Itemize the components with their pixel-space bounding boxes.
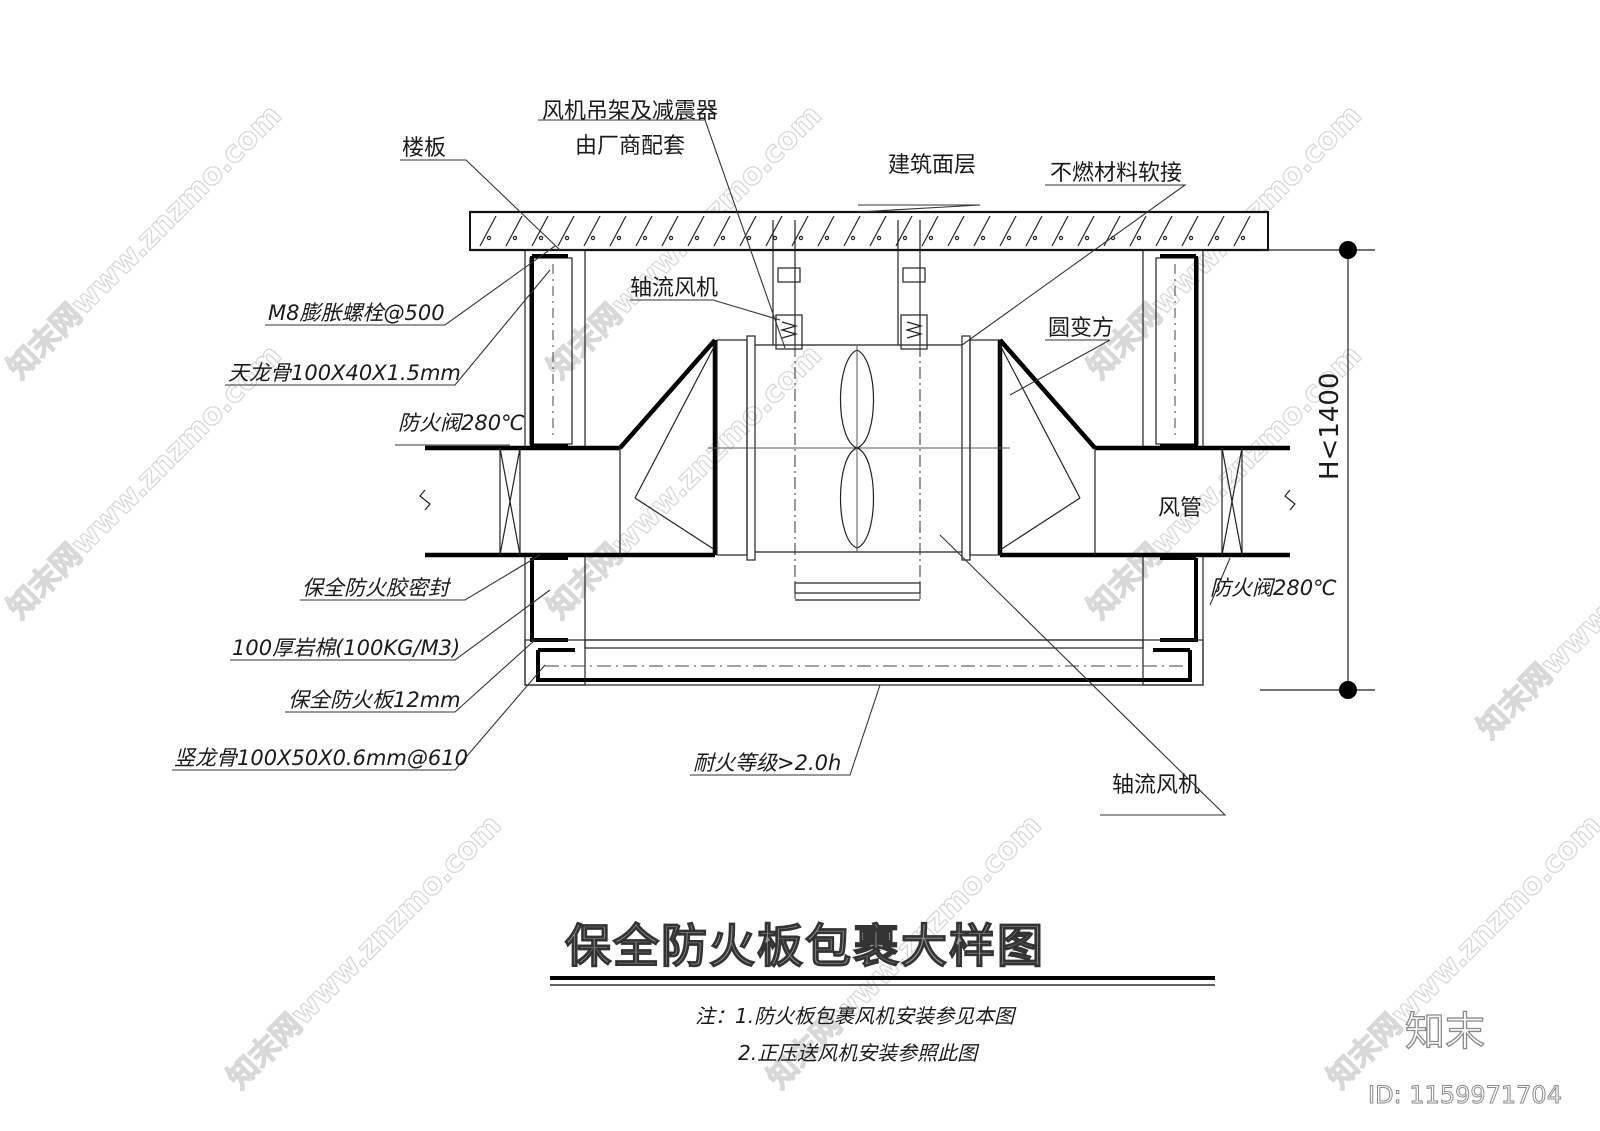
slab-aggregate-dot [798, 235, 804, 241]
hanger-label: 风机吊架及减震器 [542, 99, 718, 124]
slab-aggregate-dot [928, 235, 934, 241]
slab-hatch-line [1233, 215, 1251, 247]
slab-hatch-line [869, 215, 887, 247]
slab-aggregate-dot [486, 235, 492, 241]
watermark: 知末网www.znzmo.com [1, 98, 289, 386]
slab-aggregate-dot [954, 235, 960, 241]
title-block: 保全防火板包裹大样图 注：1.防火板包裹风机安装参见本图 2.正压送风机安装参照… [550, 918, 1215, 1065]
flexible-joint-label: 不燃材料软接 [1050, 161, 1182, 186]
slab-hatch-line [713, 215, 731, 247]
slab-hatch-line [1181, 215, 1199, 247]
fire-damper-left-label: 防火阀280℃ [398, 411, 525, 435]
slab-aggregate-dot [668, 235, 674, 241]
slab-hatch-line [505, 215, 523, 247]
round-to-square-label: 圆变方 [1048, 316, 1114, 341]
slab-aggregate-dot [1136, 235, 1142, 241]
slab-hatch-line [583, 215, 601, 247]
slab-aggregate-dot [746, 235, 752, 241]
axial-fan-bottom-label: 轴流风机 [1112, 773, 1200, 798]
slab-hatch-line [1077, 215, 1095, 247]
height-dimension: H<1400 [1260, 241, 1375, 699]
slab-aggregate-dot [1240, 235, 1246, 241]
building-surface-label: 建筑面层 [888, 153, 976, 178]
slab-aggregate-dot [538, 235, 544, 241]
floor-slab [469, 210, 1269, 252]
height-label: H<1400 [1315, 372, 1345, 480]
watermark: 知末网www.znzmo.com [1471, 458, 1600, 746]
slab-aggregate-dot [980, 235, 986, 241]
slab-aggregate-dot [720, 235, 726, 241]
vertical-keel-label: 竖龙骨100X50X0.6mm@610 [174, 746, 468, 770]
slab-hatch-line [895, 215, 913, 247]
slab-aggregate-dot [902, 235, 908, 241]
slab-aggregate-dot [616, 235, 622, 241]
slab-hatch-line [1025, 215, 1043, 247]
watermark: 知末网www.znzmo.com [221, 808, 509, 1096]
slab-hatch-line [687, 215, 705, 247]
slab-hatch-line [739, 215, 757, 247]
fire-damper-right-label: 防火阀280℃ [1210, 576, 1337, 600]
slab-hatch-line [817, 215, 835, 247]
bottom-fire-board [524, 639, 1204, 686]
floor-slab-label: 楼板 [402, 136, 446, 161]
slab-aggregate-dot [1214, 235, 1220, 241]
fire-board-label: 保全防火板12mm [288, 688, 461, 712]
axial-fan-top-label: 轴流风机 [630, 276, 718, 301]
page-title: 保全防火板包裹大样图 [565, 919, 1045, 973]
slab-aggregate-dot [1084, 235, 1090, 241]
slab-aggregate-dot [1032, 235, 1038, 241]
id-text: ID: 1159971704 [1368, 1081, 1562, 1109]
brand-logo: 知末 [1405, 1009, 1485, 1055]
slab-aggregate-dot [824, 235, 830, 241]
fan-hangers [772, 220, 928, 350]
note-1: 注：1.防火板包裹风机安装参见本图 [695, 1004, 1017, 1028]
slab-aggregate-dot [1058, 235, 1064, 241]
slab-aggregate-dot [564, 235, 570, 241]
note-2: 2.正压送风机安装参照此图 [738, 1041, 980, 1065]
fire-sealant-label: 保全防火胶密封 [302, 576, 452, 600]
slab-hatch-line [973, 215, 991, 247]
slab-hatch-line [1051, 215, 1069, 247]
slab-aggregate-dot [1006, 235, 1012, 241]
slab-hatch-line [609, 215, 627, 247]
slab-aggregate-dot [694, 235, 700, 241]
slab-hatch-line [921, 215, 939, 247]
slab-aggregate-dot [876, 235, 882, 241]
labels: 风机吊架及减震器 由厂商配套 楼板 建筑面层 不燃材料软接 轴流风机 圆变方 M… [174, 99, 1337, 798]
fire-rating-label: 耐火等级>2.0h [693, 751, 841, 775]
slab-hatch-line [557, 215, 575, 247]
slab-aggregate-dot [642, 235, 648, 241]
slab-aggregate-dot [850, 235, 856, 241]
right-duct [1000, 445, 1296, 558]
slab-hatch-line [661, 215, 679, 247]
slab-hatch-line [1207, 215, 1225, 247]
slab-hatch-line [1155, 215, 1173, 247]
slab-hatch-line [999, 215, 1017, 247]
slab-hatch-line [947, 215, 965, 247]
slab-hatch-line [843, 215, 861, 247]
watermark: 知末网www.znzmo.com [541, 338, 829, 626]
brand-block: 知末 ID: 1159971704 [1368, 1008, 1563, 1109]
slab-hatch-line [1129, 215, 1147, 247]
slab-hatch-line [765, 215, 783, 247]
slab-hatch-line [479, 215, 497, 247]
slab-aggregate-dot [590, 235, 596, 241]
leader-lines [172, 119, 1231, 816]
slab-hatch-line [635, 215, 653, 247]
ceiling-keel-label: 天龙骨100X40X1.5mm [228, 361, 461, 385]
slab-aggregate-dot [1188, 235, 1194, 241]
rock-wool-label: 100厚岩棉(100KG/M3) [232, 636, 460, 660]
bolt-label: M8膨胀螺栓@500 [268, 301, 445, 325]
hanger-sub-label: 由厂商配套 [575, 134, 685, 159]
slab-aggregate-dot [512, 235, 518, 241]
duct-label: 风管 [1158, 496, 1202, 521]
left-duct [419, 445, 715, 558]
slab-aggregate-dot [1162, 235, 1168, 241]
fan-body [708, 344, 1010, 601]
